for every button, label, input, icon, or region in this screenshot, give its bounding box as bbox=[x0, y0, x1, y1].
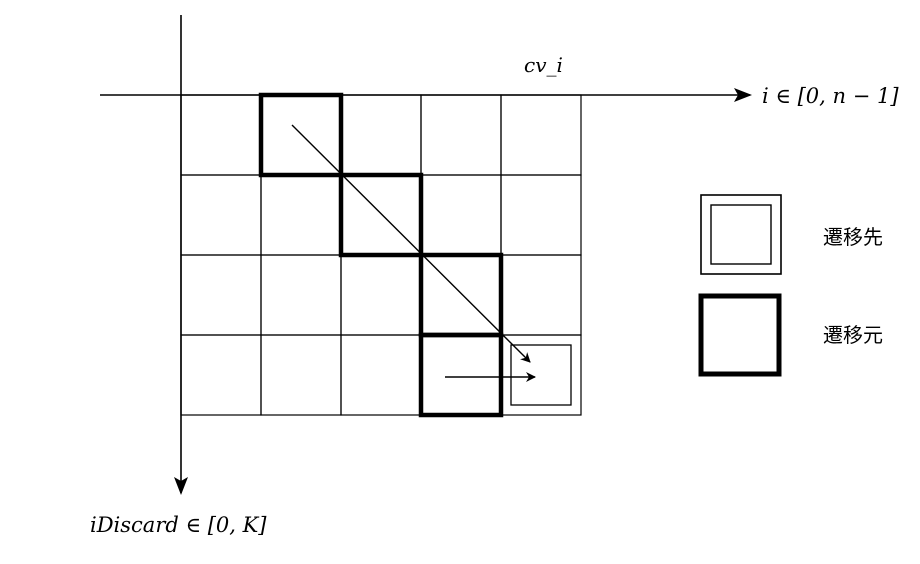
transition-source-cell bbox=[418, 332, 504, 418]
y-axis-label: iDiscard ∈ [0, K] bbox=[90, 513, 267, 537]
legend-source-box bbox=[698, 293, 782, 377]
grid-cell bbox=[180, 334, 262, 416]
grid-cell bbox=[260, 334, 342, 416]
grid-cell bbox=[340, 334, 422, 416]
grid-cell bbox=[420, 174, 502, 256]
grid-cell bbox=[260, 94, 342, 176]
grid-cell bbox=[340, 174, 422, 256]
grid-cell bbox=[420, 254, 502, 336]
grid-cell bbox=[340, 94, 422, 176]
target-cell-inner-box bbox=[510, 344, 572, 406]
x-axis-label: i ∈ [0, n − 1] bbox=[762, 84, 899, 108]
grid-cell bbox=[420, 94, 502, 176]
legend-target-outer bbox=[700, 194, 782, 275]
transition-source-cell bbox=[338, 172, 424, 258]
grid-cell bbox=[180, 94, 262, 176]
grid-cell bbox=[500, 334, 582, 416]
legend-target-label: 遷移先 bbox=[823, 225, 883, 249]
diagonal-transition-arrow bbox=[291, 124, 531, 363]
grid-cell bbox=[500, 94, 582, 176]
column-label: cv_i bbox=[524, 53, 563, 77]
grid-cell bbox=[180, 174, 262, 256]
grid-cell bbox=[260, 254, 342, 336]
grid-cell bbox=[420, 334, 502, 416]
transition-source-cell bbox=[258, 92, 344, 178]
transition-source-cell bbox=[418, 252, 504, 338]
grid-cell bbox=[340, 254, 422, 336]
legend-target-inner bbox=[710, 204, 772, 265]
transition-source-cells bbox=[258, 92, 504, 418]
grid-cell bbox=[260, 174, 342, 256]
legend-source-label: 遷移元 bbox=[823, 323, 883, 347]
legend: 遷移先 遷移元 bbox=[698, 194, 883, 377]
grid-cell bbox=[500, 174, 582, 256]
grid-cell bbox=[500, 254, 582, 336]
grid-cell bbox=[180, 254, 262, 336]
